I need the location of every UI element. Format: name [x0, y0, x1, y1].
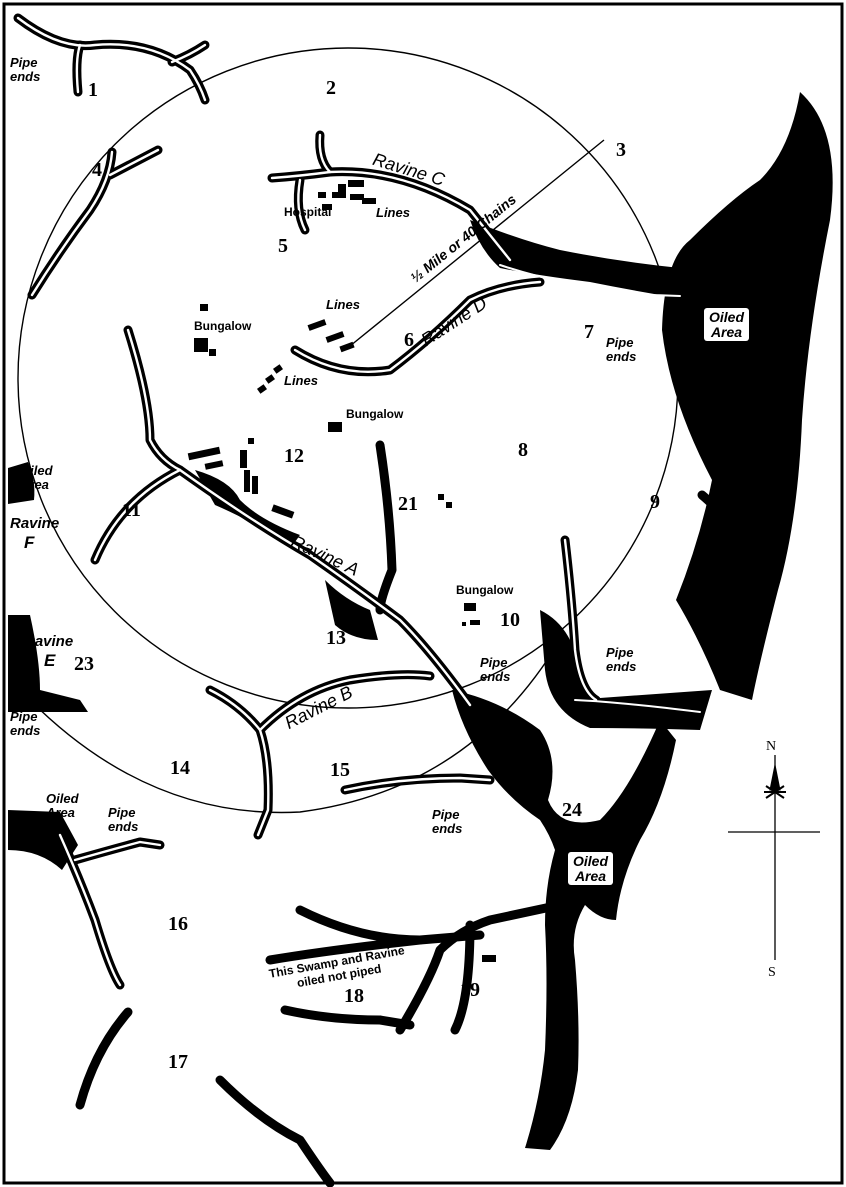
lines-label-lower: Lines — [284, 373, 318, 388]
plot-number-4: 4 — [92, 159, 102, 181]
oiled-word: Oiled — [709, 309, 745, 325]
ends-word: ends — [108, 818, 139, 834]
bungalow-label-central: Bungalow — [346, 407, 404, 421]
pipe-ends-label-west: Pipe ends — [10, 710, 40, 737]
oiled-word: Oiled — [46, 791, 79, 806]
plot-number-8: 8 — [518, 439, 528, 461]
lines-label-upper: Lines — [326, 297, 360, 312]
pipe-word: Pipe — [108, 805, 136, 820]
plot-number-5: 5 — [278, 235, 288, 257]
plot-number-2: 2 — [326, 77, 336, 99]
plot-number-12: 12 — [284, 445, 304, 467]
pipe-word: Pipe — [10, 55, 38, 70]
plot-number-21: 21 — [398, 493, 418, 515]
compass-north: N — [766, 739, 777, 754]
plot-number-23: 23 — [74, 653, 94, 675]
radius-line — [349, 139, 605, 347]
pipe-word: Pipe — [432, 807, 460, 822]
pipe-ends-label-south: Pipe ends — [432, 808, 462, 835]
plot-number-24: 24 — [562, 799, 582, 821]
compass-south: S — [768, 965, 776, 980]
oiled-area-label-southwest: Oiled Area — [46, 792, 79, 819]
ends-word: ends — [10, 722, 41, 738]
bungalow-label-south: Bungalow — [456, 583, 514, 597]
ravine-f-word: Ravine — [10, 515, 60, 532]
area-word: Area — [574, 867, 607, 884]
plot-number-3: 3 — [616, 139, 626, 161]
pipe-ends-label-southwest: Pipe ends — [108, 806, 138, 833]
pipe-ends-label-east: Pipe ends — [606, 336, 636, 363]
pipe-word: Pipe — [10, 709, 38, 724]
ravine-e-word: Ravine — [24, 633, 74, 650]
pipe-ends-label-central: Pipe ends — [480, 656, 510, 683]
ends-word: ends — [10, 68, 41, 84]
plot-number-17: 17 — [168, 1051, 188, 1073]
bungalow-label-west: Bungalow — [194, 319, 252, 333]
pipe-ends-label-southeast: Pipe ends — [606, 646, 636, 673]
ends-word: ends — [606, 348, 637, 364]
oiled-word: Oiled — [573, 853, 609, 869]
oiled-area-box-south: Oiled Area — [568, 852, 614, 886]
plot-number-18: 18 — [344, 985, 364, 1007]
pipe-ends-label-nw: Pipe ends — [10, 56, 40, 83]
plot-number-11: 11 — [122, 499, 141, 521]
plot-number-10: 10 — [500, 609, 520, 631]
oiled-area-label-west: Oiled Area — [20, 464, 53, 491]
ravine-f-letter: F — [24, 533, 35, 552]
area-word: Area — [710, 323, 743, 340]
pipe-word: Pipe — [480, 655, 508, 670]
ravine-e-letter: E — [44, 651, 56, 670]
plot-number-19: 19 — [460, 979, 480, 1001]
plot-number-7: 7 — [584, 321, 594, 343]
hospital-lines-label: Lines — [376, 205, 410, 220]
plot-number-15: 15 — [330, 759, 350, 781]
ends-word: ends — [432, 820, 463, 836]
pipe-word: Pipe — [606, 335, 634, 350]
ends-word: ends — [480, 668, 511, 684]
oiled-word: Oiled — [20, 463, 53, 478]
compass-rose — [728, 755, 820, 960]
buildings — [187, 180, 496, 962]
plot-number-14: 14 — [170, 757, 190, 779]
oiled-area-box-east: Oiled Area — [704, 308, 750, 342]
ravine-channels — [13, 13, 775, 1187]
pipe-word: Pipe — [606, 645, 634, 660]
plot-number-13: 13 — [326, 627, 346, 649]
area-word: Area — [20, 476, 49, 492]
ends-word: ends — [606, 658, 637, 674]
plot-number-6: 6 — [404, 329, 414, 351]
plot-number-16: 16 — [168, 913, 188, 935]
area-word: Area — [46, 804, 75, 820]
hospital-label: Hospital — [284, 205, 332, 219]
plot-number-9: 9 — [650, 491, 660, 513]
plot-number-1: 1 — [88, 79, 98, 101]
